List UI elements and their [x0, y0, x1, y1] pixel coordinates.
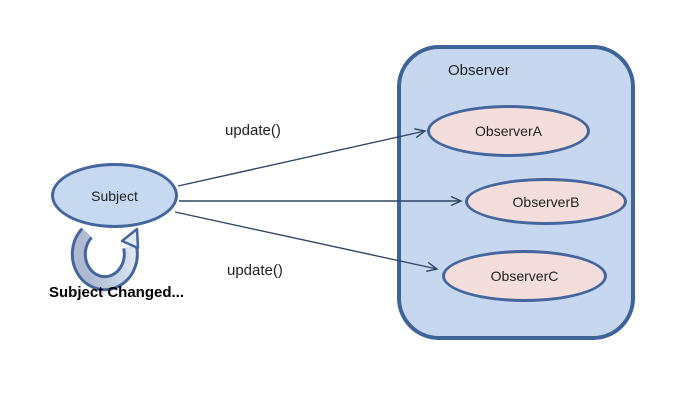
- observer-c-label: ObserverC: [490, 268, 559, 284]
- subject-label: Subject: [91, 187, 138, 204]
- observer-group-title: Observer: [448, 62, 510, 79]
- self-loop-outline: [70, 227, 139, 292]
- update-label-top: update(): [225, 122, 281, 139]
- update-label-bottom: update(): [227, 262, 283, 279]
- self-loop-arrow-icon: [70, 227, 140, 292]
- subject-changed-caption: Subject Changed...: [49, 284, 185, 301]
- self-loop-arrowhead-icon: [120, 227, 140, 250]
- observer-a-label: ObserverA: [475, 123, 542, 139]
- self-loop-band: [73, 229, 136, 289]
- observer-c-node: ObserverC: [442, 250, 607, 302]
- observer-b-label: ObserverB: [512, 193, 580, 210]
- observer-a-node: ObserverA: [427, 105, 590, 157]
- update-arrow-to-observer-a: [177, 128, 427, 187]
- observer-b-node: ObserverB: [465, 178, 627, 225]
- subject-node: Subject: [51, 163, 178, 228]
